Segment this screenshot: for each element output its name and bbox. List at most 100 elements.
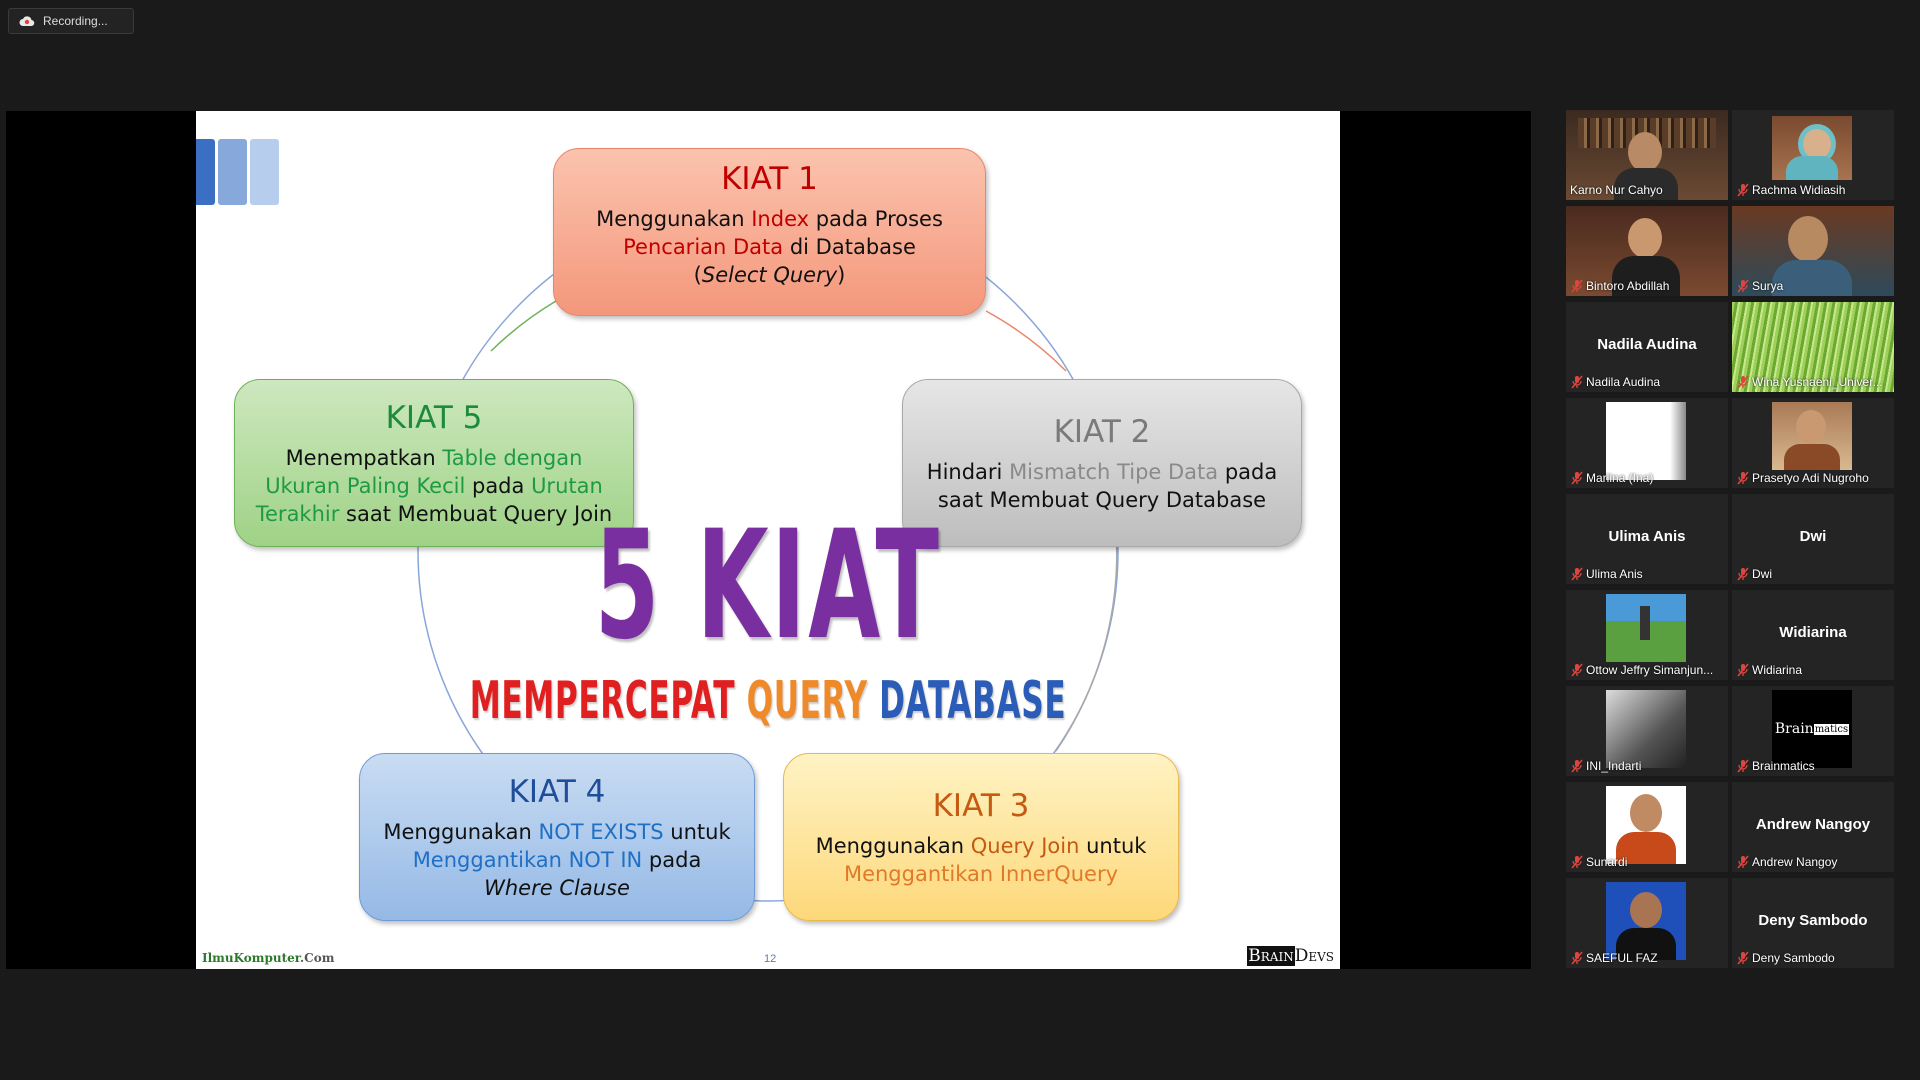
kiat5-text: pada xyxy=(465,474,532,498)
kiat5-box: KIAT 5 Menempatkan Table dengan Ukuran P… xyxy=(234,379,634,547)
cloud-record-icon xyxy=(19,13,35,29)
participant-name: Marlina (Ina) xyxy=(1586,471,1654,485)
participant-video xyxy=(1772,116,1852,180)
muted-mic-icon xyxy=(1571,471,1583,485)
kiat3-highlight: Menggantikan InnerQuery xyxy=(843,862,1119,886)
participant-tile[interactable]: Dwi Dwi xyxy=(1732,494,1894,584)
participant-name: Brainmatics xyxy=(1752,759,1815,773)
muted-mic-icon xyxy=(1737,855,1749,869)
muted-mic-icon xyxy=(1737,759,1749,773)
muted-mic-icon xyxy=(1571,951,1583,965)
participant-tile[interactable]: SAEFUL FAZ xyxy=(1566,878,1728,968)
participant-tile[interactable]: Surya xyxy=(1732,206,1894,296)
participant-tile[interactable]: Marlina (Ina) xyxy=(1566,398,1728,488)
logo-text: matics xyxy=(1813,723,1850,735)
participant-tile[interactable]: Rachma Widiasih xyxy=(1732,110,1894,200)
subtitle-word: DATABASE xyxy=(879,671,1067,731)
participant-video xyxy=(1566,206,1728,296)
muted-mic-icon xyxy=(1571,855,1583,869)
participant-tile[interactable]: Sunardi xyxy=(1566,782,1728,872)
slide-deco-bar xyxy=(196,139,215,205)
participant-tile[interactable]: Nadila Audina Nadila Audina xyxy=(1566,302,1728,392)
kiat4-box: KIAT 4 Menggunakan NOT EXISTS untuk Meng… xyxy=(359,753,755,921)
participant-display-name: Dwi xyxy=(1799,528,1827,545)
center-title: 5 KIAT xyxy=(594,499,942,673)
participant-name: SAEFUL FAZ xyxy=(1586,951,1658,965)
participant-video xyxy=(1606,402,1686,480)
kiat2-box: KIAT 2 Hindari Mismatch Tipe Data pada s… xyxy=(902,379,1302,547)
kiat3-highlight: Query Join xyxy=(970,834,1080,858)
participant-name: Deny Sambodo xyxy=(1752,951,1835,965)
participant-tile[interactable]: Prasetyo Adi Nugroho xyxy=(1732,398,1894,488)
participant-name: Rachma Widiasih xyxy=(1752,183,1846,197)
participant-tile[interactable]: INI_Indarti xyxy=(1566,686,1728,776)
kiat3-title: KIAT 3 xyxy=(932,788,1030,824)
footer-left-main: IlmuKomputer xyxy=(202,951,300,965)
muted-mic-icon xyxy=(1737,567,1749,581)
kiat5-highlight: Table dengan xyxy=(442,446,583,470)
participant-display-name: Andrew Nangoy xyxy=(1755,816,1871,833)
kiat1-box: KIAT 1 Menggunakan Index pada Proses Pen… xyxy=(553,148,986,316)
footer-brand-right: BrainDevs xyxy=(1247,946,1334,966)
participant-tile[interactable]: Ottow Jeffry Simanjun... xyxy=(1566,590,1728,680)
slide-deco-bar xyxy=(218,139,247,205)
center-subtitle: MEMPERCEPAT QUERY DATABASE xyxy=(425,671,1111,731)
slide-deco-bar xyxy=(250,139,279,205)
slide-page-number: 12 xyxy=(764,953,777,965)
participant-name: Dwi xyxy=(1752,567,1772,581)
participant-tile[interactable]: Ulima Anis Ulima Anis xyxy=(1566,494,1728,584)
participant-video xyxy=(1772,402,1852,470)
participant-name: Karno Nur Cahyo xyxy=(1570,183,1663,197)
participant-name: Prasetyo Adi Nugroho xyxy=(1752,471,1869,485)
kiat5-highlight: Urutan xyxy=(531,474,603,498)
muted-mic-icon xyxy=(1737,471,1749,485)
participant-tile[interactable]: Karno Nur Cahyo xyxy=(1566,110,1728,200)
kiat3-text: Menggunakan xyxy=(815,834,971,858)
kiat1-highlight: Index xyxy=(751,207,810,231)
participant-tile[interactable]: Wina Yusnaeni_Univer... xyxy=(1732,302,1894,392)
participant-tile[interactable]: Widiarina Widiarina xyxy=(1732,590,1894,680)
participant-tile[interactable]: Bintoro Abdillah xyxy=(1566,206,1728,296)
muted-mic-icon xyxy=(1737,279,1749,293)
subtitle-word: QUERY xyxy=(746,671,868,731)
kiat4-text: Menggunakan xyxy=(383,820,539,844)
participant-tile[interactable]: Deny Sambodo Deny Sambodo xyxy=(1732,878,1894,968)
kiat5-highlight: Ukuran Paling Kecil xyxy=(265,474,466,498)
muted-mic-icon xyxy=(1571,279,1583,293)
kiat5-text: Menempatkan xyxy=(285,446,443,470)
participant-video xyxy=(1566,110,1728,200)
participant-display-name: Widiarina xyxy=(1779,624,1847,641)
kiat1-title: KIAT 1 xyxy=(721,161,818,197)
kiat2-highlight: Mismatch Tipe Data xyxy=(1009,460,1219,484)
muted-mic-icon xyxy=(1571,567,1583,581)
participant-name: Andrew Nangoy xyxy=(1752,855,1838,869)
logo-text: Brain xyxy=(1774,721,1814,737)
recording-indicator[interactable]: Recording... xyxy=(8,8,134,34)
recording-label: Recording... xyxy=(43,14,108,28)
muted-mic-icon xyxy=(1737,375,1749,389)
kiat1-text: di Database xyxy=(783,235,916,259)
participant-name: Widiarina xyxy=(1752,663,1803,677)
participant-video xyxy=(1606,690,1686,768)
kiat5-highlight: Terakhir xyxy=(255,502,340,526)
muted-mic-icon xyxy=(1737,183,1749,197)
muted-mic-icon xyxy=(1737,663,1749,677)
kiat4-title: KIAT 4 xyxy=(508,774,606,810)
kiat4-highlight: Menggantikan NOT IN xyxy=(412,848,643,872)
kiat2-text: saat Membuat Query Database xyxy=(937,488,1267,512)
participant-name: Ulima Anis xyxy=(1586,567,1643,581)
kiat1-highlight: Pencarian Data xyxy=(623,235,784,259)
participant-name: Wina Yusnaeni_Univer... xyxy=(1752,375,1883,389)
kiat1-text: pada Proses xyxy=(809,207,943,231)
kiat2-title: KIAT 2 xyxy=(1053,414,1151,450)
participant-video xyxy=(1606,786,1686,864)
kiat5-title: KIAT 5 xyxy=(385,400,483,436)
participant-video xyxy=(1606,882,1686,960)
kiat1-text: Menggunakan xyxy=(596,207,752,231)
kiat3-text: untuk xyxy=(1079,834,1147,858)
kiat3-box: KIAT 3 Menggunakan Query Join untuk Meng… xyxy=(783,753,1179,921)
kiat4-italic: Where Clause xyxy=(484,876,630,900)
participant-tile[interactable]: Andrew Nangoy Andrew Nangoy xyxy=(1732,782,1894,872)
